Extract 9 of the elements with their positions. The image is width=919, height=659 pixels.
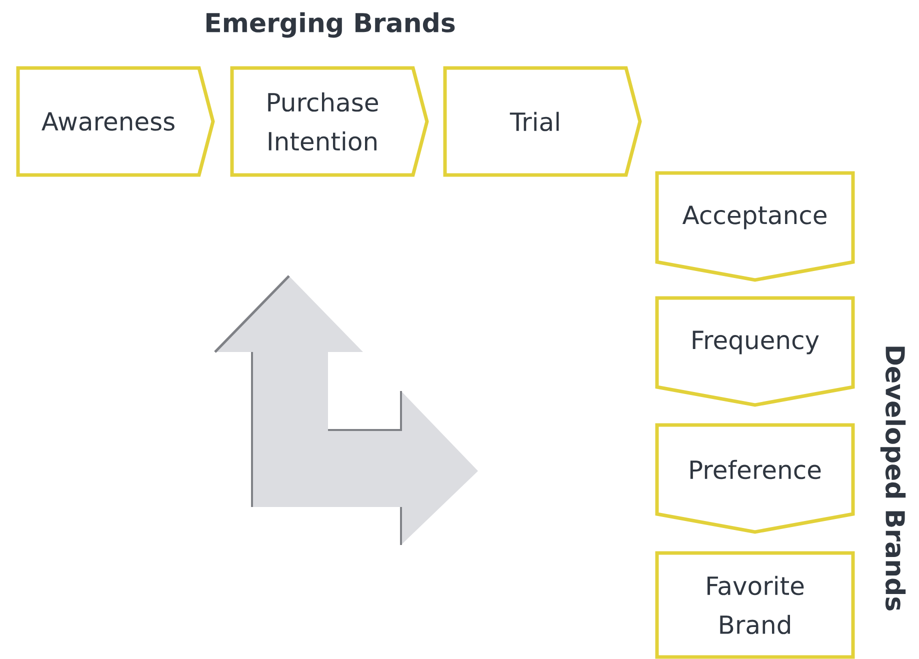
step-box: Favorite Brand: [655, 551, 855, 659]
step-box: Acceptance: [655, 171, 855, 282]
step-box: Trial: [443, 66, 642, 177]
step-box: Frequency: [655, 296, 855, 407]
heading: Developed Brands: [880, 346, 906, 610]
step-box: Purchase Intention: [230, 66, 429, 177]
heading: Emerging Brands: [206, 12, 455, 38]
step-box: Preference: [655, 423, 855, 534]
step-box: Awareness: [16, 66, 215, 177]
